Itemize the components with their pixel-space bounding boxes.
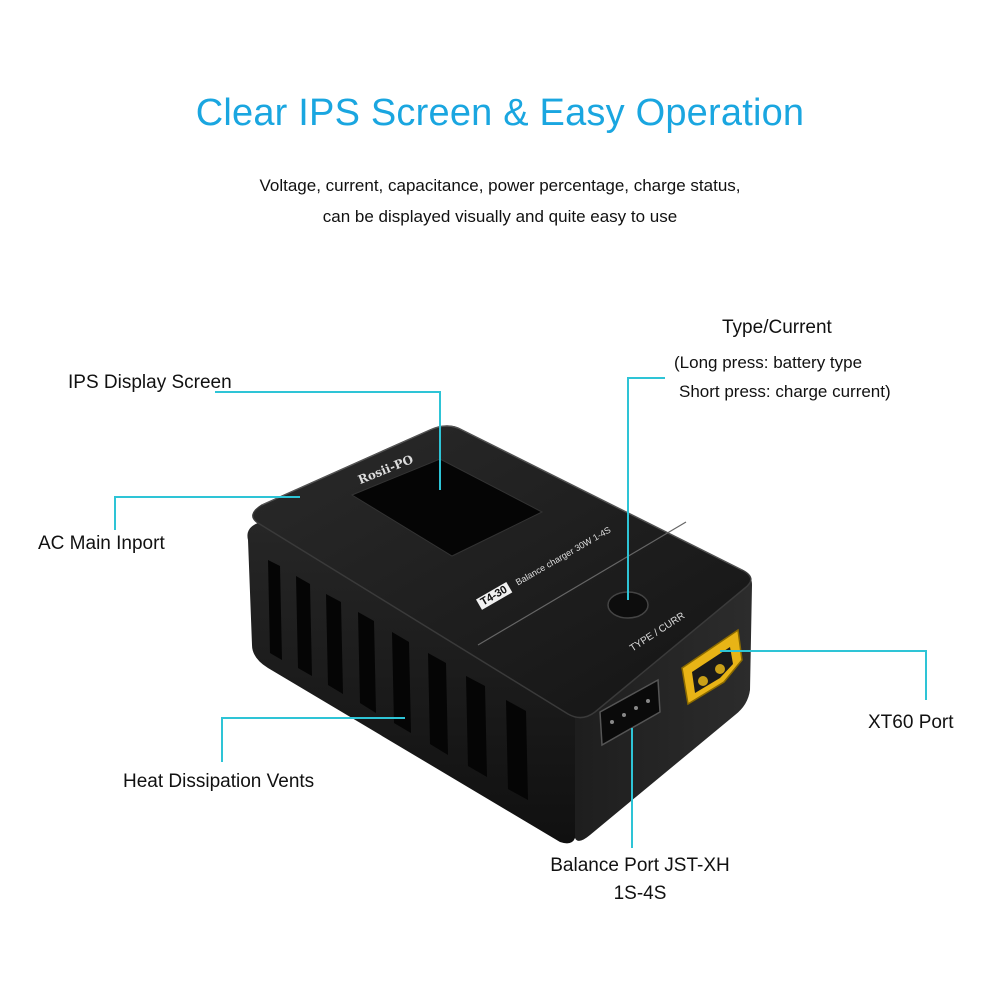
- balance-port: [599, 678, 661, 747]
- label-balance-line2: 1S-4S: [613, 883, 667, 904]
- callout-ac-inport-line: [114, 496, 300, 530]
- ips-screen: [350, 458, 544, 557]
- callout-heat-vents-line: [221, 717, 405, 762]
- callout-ips-display-line: [215, 391, 441, 490]
- label-balance-line1: Balance Port JST-XH: [550, 855, 730, 876]
- label-xt60: XT60 Port: [868, 712, 954, 733]
- label-heat-vents: Heat Dissipation Vents: [123, 771, 315, 792]
- label-type-current-title: Type/Current: [722, 317, 832, 338]
- subtitle-line-1: Voltage, current, capacitance, power per…: [259, 176, 741, 195]
- label-type-current-line2: Short press: charge current): [679, 382, 891, 401]
- callout-type-current-line: [627, 377, 665, 600]
- page-title: Clear IPS Screen & Easy Operation: [195, 92, 805, 134]
- device-front-face: [575, 578, 752, 841]
- label-type-current-line1: (Long press: battery type: [674, 353, 863, 372]
- label-ips-display: IPS Display Screen: [68, 372, 232, 393]
- callout-xt60-line: [720, 650, 927, 700]
- subtitle-line-2: can be displayed visually and quite easy…: [322, 207, 678, 226]
- heat-dissipation-vents: [268, 560, 528, 800]
- label-ac-inport: AC Main Inport: [38, 533, 165, 554]
